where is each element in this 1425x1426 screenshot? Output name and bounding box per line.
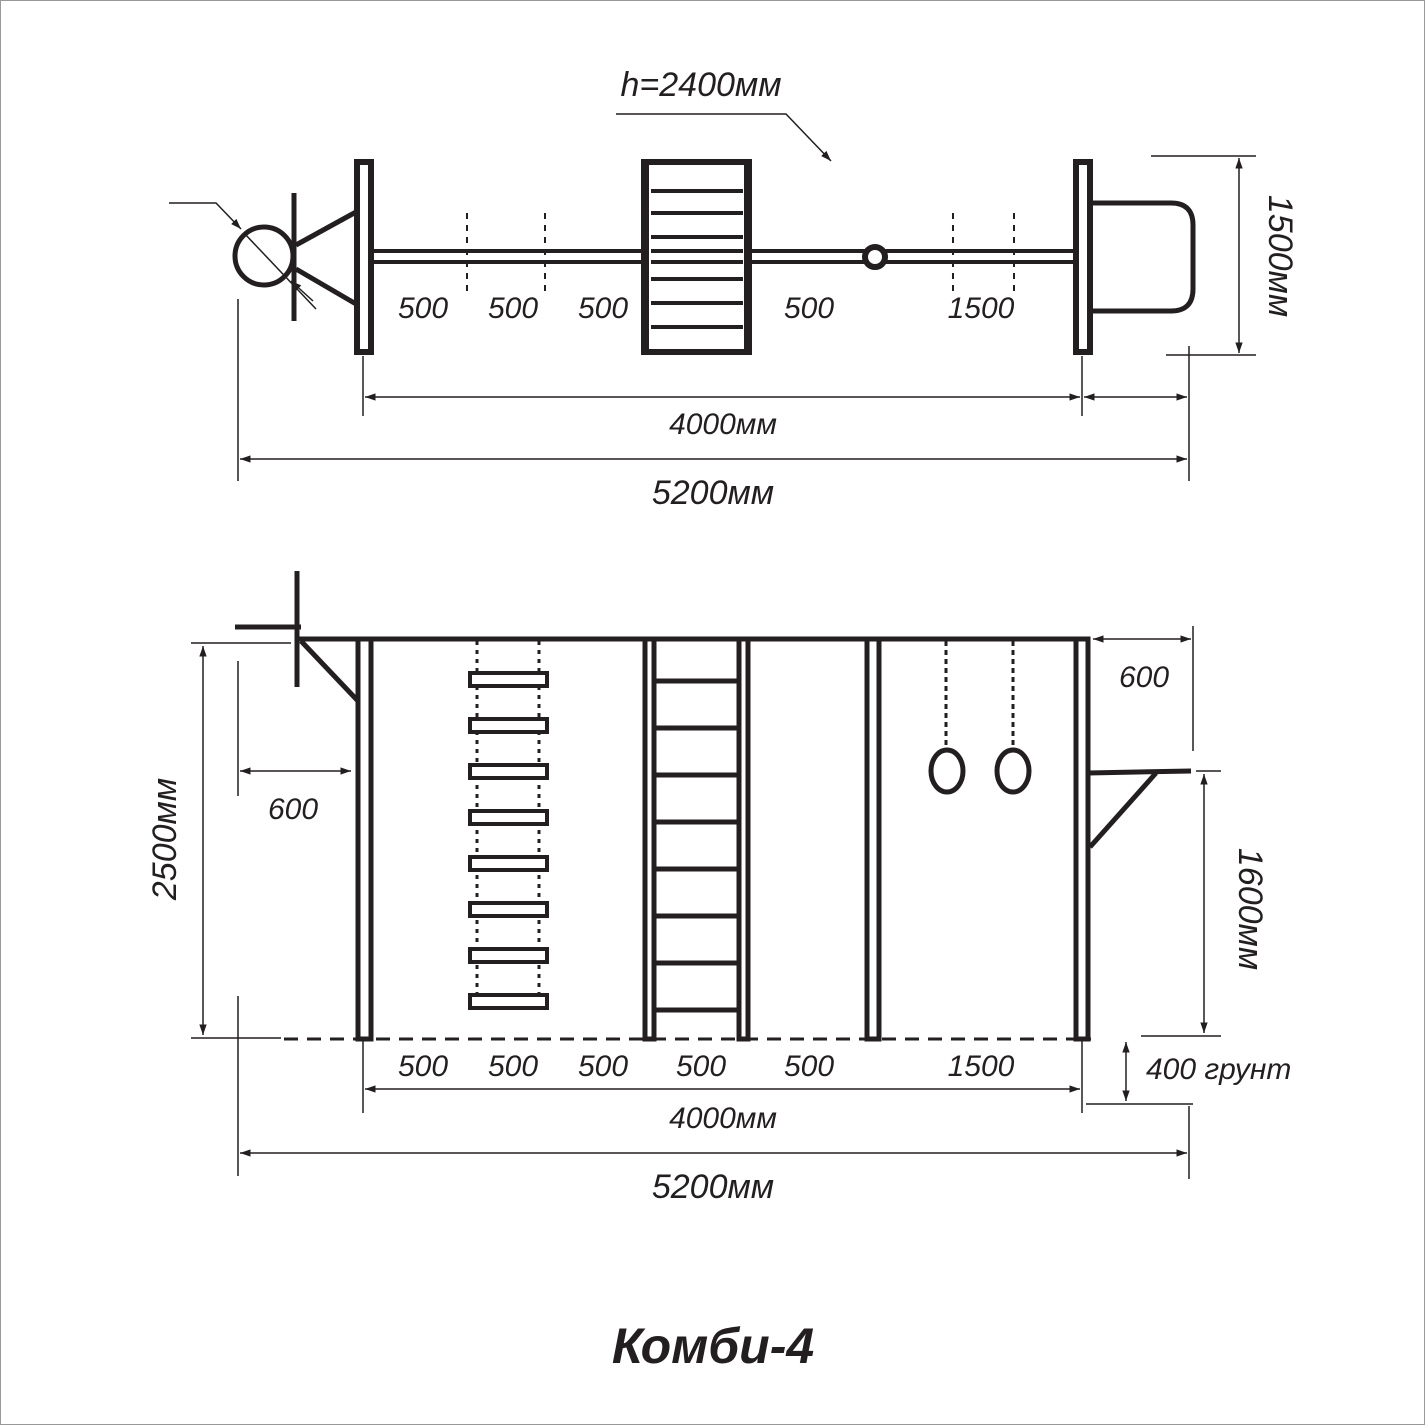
top-view: h=2400мм 500 500 500 500 1500 4000 [169,66,1299,512]
wall-ladder-top [641,159,752,355]
front-view: 2500мм 600 600 1600мм 400 грунт 500 500 … [146,571,1291,1206]
segment: 1500 [948,1050,1015,1083]
segment: 500 [488,1050,538,1083]
gym-ring [994,747,1032,795]
height-leader [616,113,832,162]
rope-marks [466,213,1015,291]
circle-leader [169,202,242,230]
rope-ladder [468,641,549,1010]
wall-ladder [642,636,751,1042]
height-label: h=2400мм [620,66,781,104]
segment: 500 [398,292,448,325]
segment: 500 [676,1050,726,1083]
bars-height: 1600мм [1231,848,1269,970]
post-middle [864,636,882,1042]
post-right [1073,159,1093,355]
brace [294,266,358,307]
brace [294,209,358,248]
segment: 500 [784,292,834,325]
ring-top [862,244,888,270]
depth-label: 1500мм [1261,195,1299,317]
height-label: 2500мм [146,778,184,901]
segment: 500 [578,1050,628,1083]
inner-length: 4000мм [669,1102,777,1135]
drawing-title: Комби-4 [612,1318,814,1374]
gym-ring [928,747,966,795]
side-bar [1087,768,1192,776]
dimension-lines [237,155,1256,481]
post-left [355,636,374,1042]
right-offset: 600 [1119,661,1169,694]
side-bar-top [1091,200,1196,314]
inner-length: 4000мм [669,408,777,441]
segment: 500 [784,1050,834,1083]
ladder-rungs [645,162,748,352]
post-right [1073,636,1091,1042]
left-offset: 600 [268,793,318,826]
total-length: 5200мм [652,1168,774,1206]
total-length: 5200мм [652,474,774,512]
ring-ropes [944,641,1015,749]
segment: 1500 [948,292,1015,325]
post-left [354,159,374,355]
circle-diameter [243,232,317,310]
segment: 500 [488,292,538,325]
dimension-lines [191,626,1221,1179]
segment: 500 [578,292,628,325]
segment: 500 [398,1050,448,1083]
brace [299,639,360,703]
ground-depth: 400 грунт [1146,1053,1291,1086]
brace [1088,771,1158,849]
